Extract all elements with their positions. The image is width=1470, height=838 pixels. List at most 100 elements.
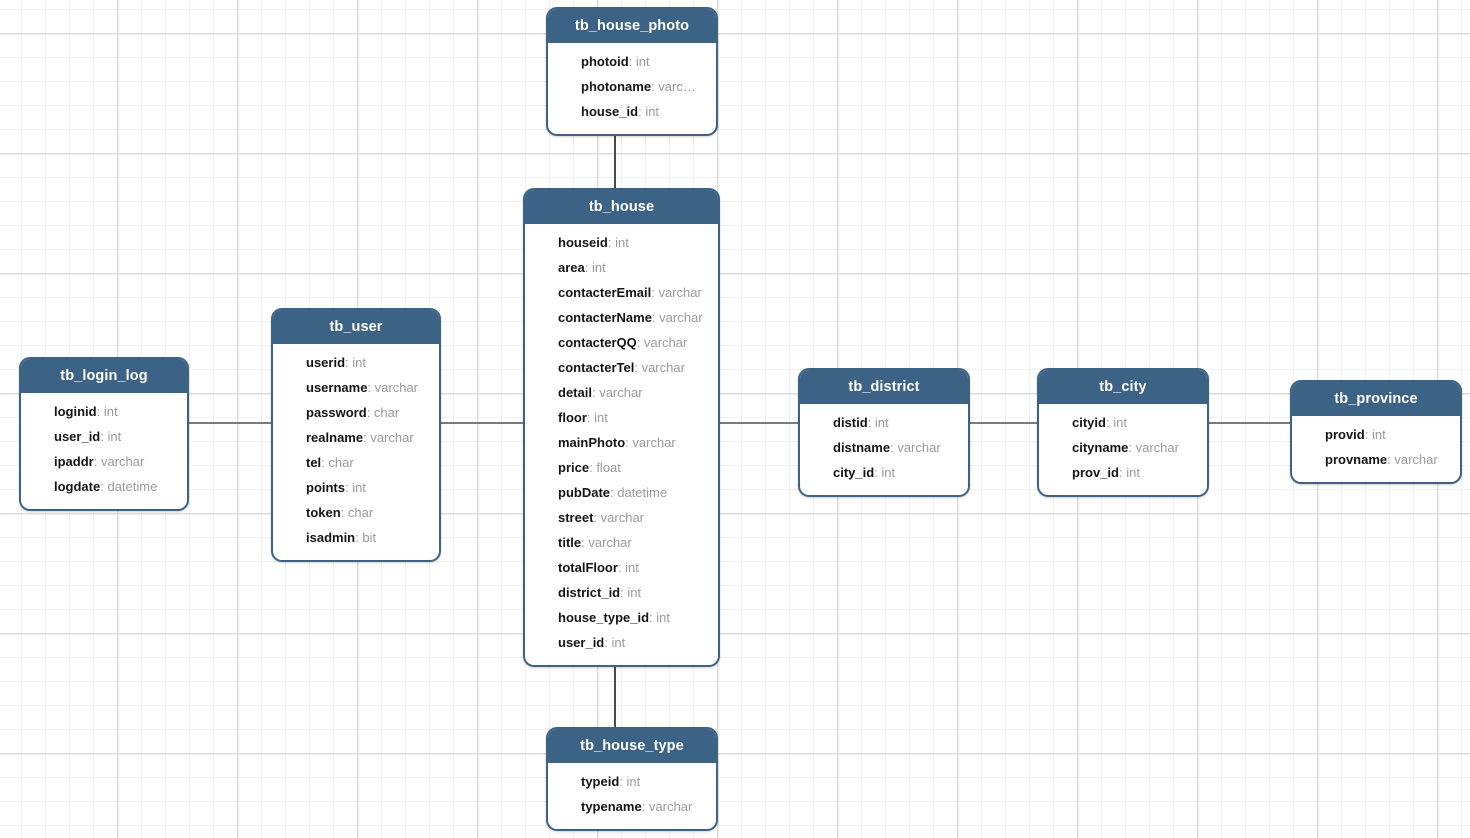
field-name: provname: [1325, 452, 1388, 467]
field-row[interactable]: provname: varchar: [1292, 447, 1460, 472]
field-separator: :: [586, 410, 595, 425]
connector-house-to-district: [720, 422, 799, 424]
field-separator: :: [591, 385, 600, 400]
field-separator: :: [581, 535, 589, 550]
field-separator: :: [628, 54, 636, 69]
field-row[interactable]: prov_id: int: [1039, 460, 1207, 485]
field-separator: :: [867, 415, 875, 430]
field-type: int: [635, 54, 650, 69]
field-name: houseid: [558, 235, 608, 250]
field-row[interactable]: typeid: int: [548, 769, 716, 794]
field-separator: :: [584, 260, 592, 275]
entity-title-tb_district: tb_district: [800, 370, 968, 404]
field-row[interactable]: points: int: [273, 475, 439, 500]
connector-house_photo-to-house: [614, 129, 616, 188]
field-separator: :: [1128, 440, 1136, 455]
field-row[interactable]: contacterQQ: varchar: [525, 330, 718, 355]
field-name: password: [306, 405, 367, 420]
field-name: token: [306, 505, 341, 520]
entity-title-tb_province: tb_province: [1292, 382, 1460, 416]
field-row[interactable]: userid: int: [273, 350, 439, 375]
field-type: int: [656, 610, 670, 625]
field-row[interactable]: district_id: int: [525, 580, 718, 605]
field-row[interactable]: loginid: int: [21, 399, 187, 424]
field-separator: :: [366, 405, 374, 420]
field-separator: :: [617, 560, 626, 575]
field-row[interactable]: photoid: int: [548, 49, 716, 74]
field-row[interactable]: isadmin: bit: [273, 525, 439, 550]
field-separator: :: [340, 505, 348, 520]
field-type: bit: [362, 530, 377, 545]
field-row[interactable]: realname: varchar: [273, 425, 439, 450]
field-row[interactable]: cityname: varchar: [1039, 435, 1207, 460]
field-type: int: [611, 635, 626, 650]
field-row[interactable]: city_id: int: [800, 460, 968, 485]
field-name: district_id: [558, 585, 621, 600]
entity-title-tb_login_log: tb_login_log: [21, 359, 187, 393]
field-type: varchar: [1394, 452, 1438, 467]
field-row[interactable]: street: varchar: [525, 505, 718, 530]
field-separator: :: [100, 429, 108, 444]
field-row[interactable]: house_id: int: [548, 99, 716, 124]
field-row[interactable]: ipaddr: varchar: [21, 449, 187, 474]
field-row[interactable]: price: float: [525, 455, 718, 480]
field-separator: :: [321, 455, 329, 470]
field-row[interactable]: password: char: [273, 400, 439, 425]
field-separator: :: [355, 530, 363, 545]
field-row[interactable]: distname: varchar: [800, 435, 968, 460]
field-name: totalFloor: [558, 560, 618, 575]
field-row[interactable]: tel: char: [273, 450, 439, 475]
field-name: city_id: [833, 465, 875, 480]
connector-district-to-city: [970, 422, 1038, 424]
field-row[interactable]: totalFloor: int: [525, 555, 718, 580]
field-separator: :: [651, 79, 659, 94]
field-row[interactable]: username: varchar: [273, 375, 439, 400]
entity-title-tb_user: tb_user: [273, 310, 439, 344]
field-separator: :: [93, 454, 101, 469]
field-name: ipaddr: [54, 454, 94, 469]
field-name: contacterQQ: [558, 335, 637, 350]
field-name: prov_id: [1072, 465, 1119, 480]
field-name: cityid: [1072, 415, 1106, 430]
field-row[interactable]: photoname: varc…: [548, 74, 716, 99]
field-row[interactable]: contacterEmail: varchar: [525, 280, 718, 305]
field-type: char: [373, 405, 400, 420]
field-row[interactable]: house_type_id: int: [525, 605, 718, 630]
field-row[interactable]: user_id: int: [525, 630, 718, 655]
field-type: int: [625, 560, 639, 575]
field-separator: :: [589, 460, 597, 475]
field-row[interactable]: area: int: [525, 255, 718, 280]
field-row[interactable]: user_id: int: [21, 424, 187, 449]
field-row[interactable]: provid: int: [1292, 422, 1460, 447]
field-row[interactable]: houseid: int: [525, 230, 718, 255]
field-row[interactable]: typename: varchar: [548, 794, 716, 819]
field-name: loginid: [54, 404, 97, 419]
field-row[interactable]: detail: varchar: [525, 380, 718, 405]
field-row[interactable]: distid: int: [800, 410, 968, 435]
field-type: char: [328, 455, 354, 470]
field-row[interactable]: contacterTel: varchar: [525, 355, 718, 380]
field-row[interactable]: title: varchar: [525, 530, 718, 555]
field-separator: :: [634, 360, 642, 375]
field-row[interactable]: token: char: [273, 500, 439, 525]
field-row[interactable]: contacterName: varchar: [525, 305, 718, 330]
field-row[interactable]: pubDate: datetime: [525, 480, 718, 505]
field-type: char: [347, 505, 374, 520]
field-row[interactable]: logdate: datetime: [21, 474, 187, 499]
field-type: int: [591, 260, 606, 275]
field-row[interactable]: floor: int: [525, 405, 718, 430]
field-row[interactable]: mainPhoto: varchar: [525, 430, 718, 455]
field-row[interactable]: cityid: int: [1039, 410, 1207, 435]
